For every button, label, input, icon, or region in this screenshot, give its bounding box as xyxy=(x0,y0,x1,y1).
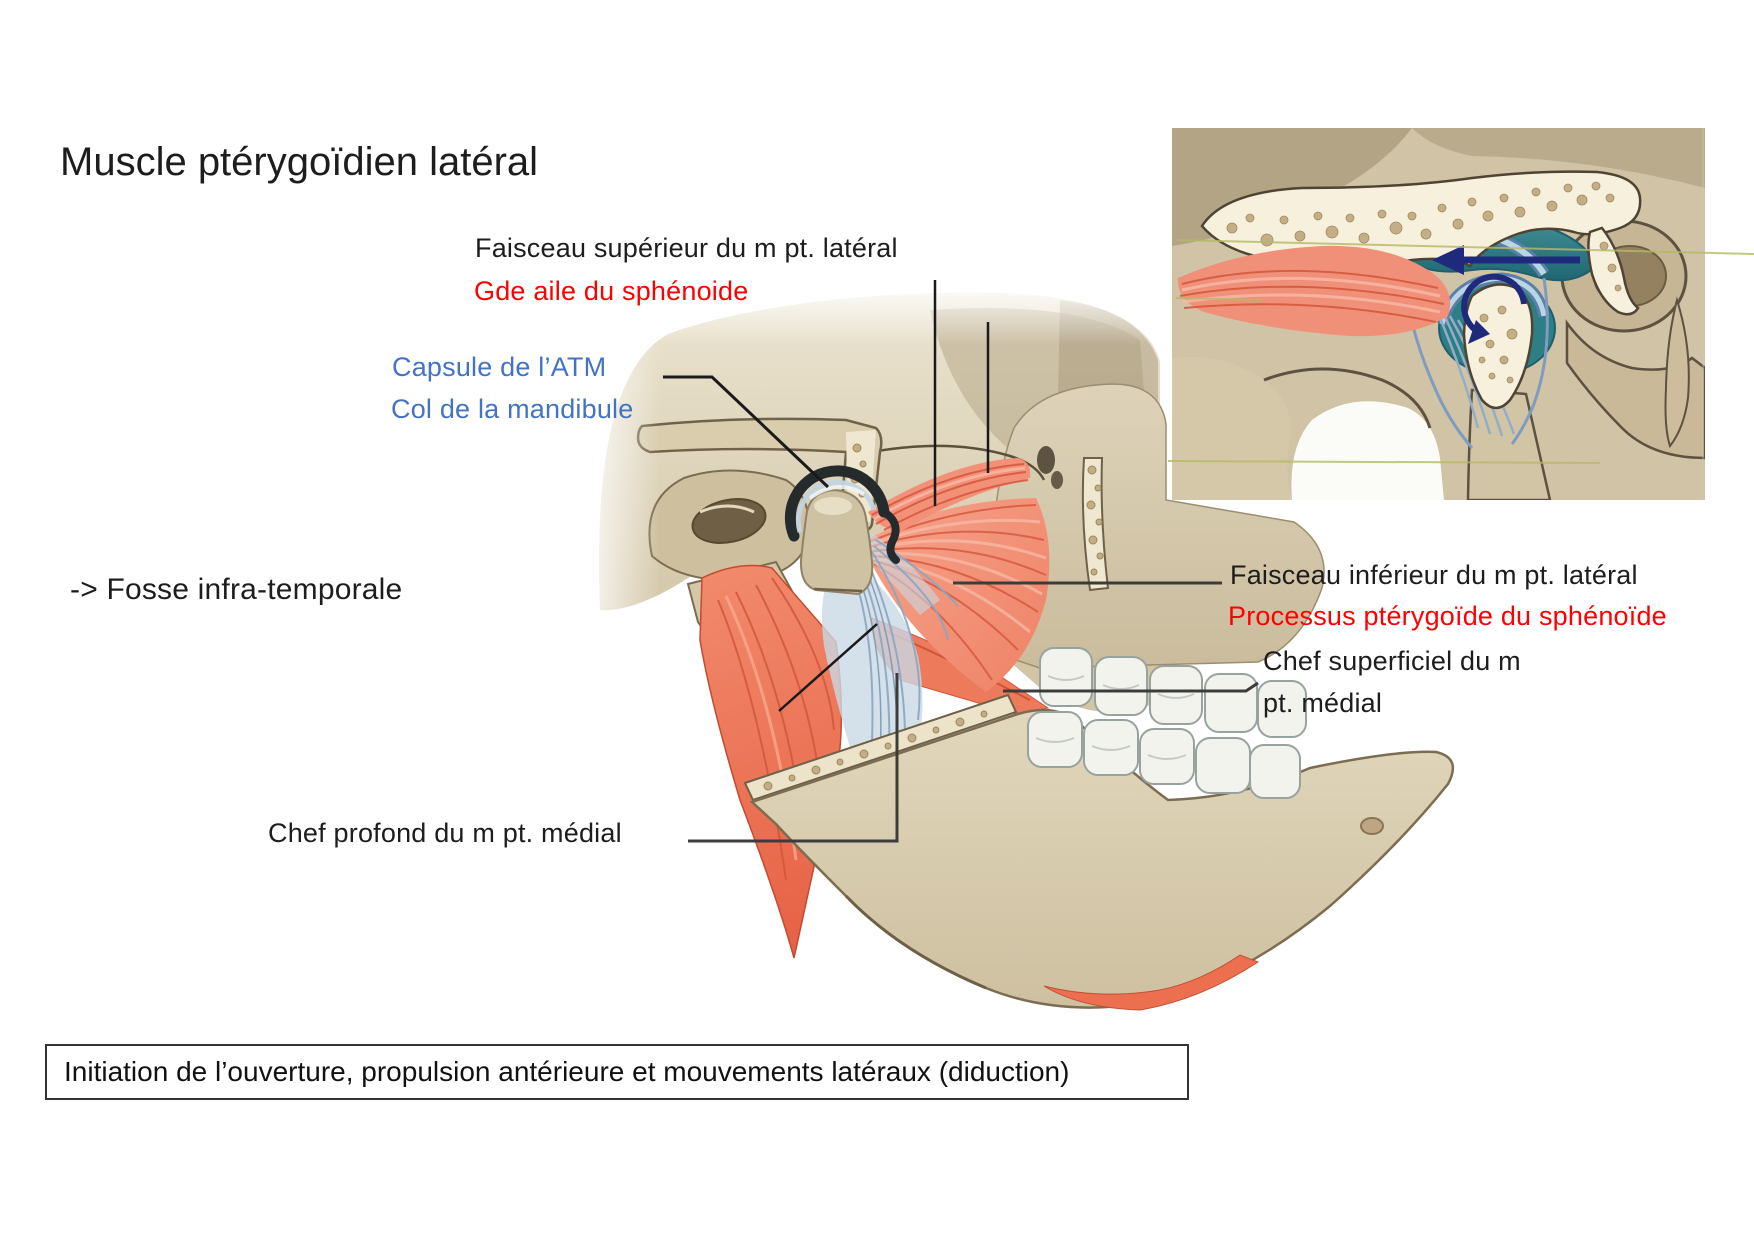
footer-box-text: Initiation de l’ouverture, propulsion an… xyxy=(64,1056,1070,1087)
label-capsule-atm: Capsule de l’ATM xyxy=(392,352,607,382)
label-faisceau-superieur: Faisceau supérieur du m pt. latéral xyxy=(475,233,898,263)
leader-lines xyxy=(663,280,1259,843)
leader-capsule-atm xyxy=(663,375,830,489)
leader-chef-profond xyxy=(688,673,899,843)
label-chef-profond: Chef profond du m pt. médial xyxy=(268,818,622,848)
label-gde-aile-sphenoide: Gde aile du sphénoide xyxy=(474,276,749,306)
reference-lines xyxy=(1167,239,1754,464)
footer-box: Initiation de l’ouverture, propulsion an… xyxy=(45,1044,1189,1100)
leader-chef-superficiel xyxy=(1003,681,1259,693)
leader-col-mandibule xyxy=(778,623,878,712)
rotation-arrow-icon xyxy=(1461,273,1527,344)
label-processus-pterygoide: Processus ptérygoïde du sphénoïde xyxy=(1228,601,1667,631)
label-fosse-infratemporale: -> Fosse infra-temporale xyxy=(70,573,403,606)
inset-illustration xyxy=(1172,128,1705,500)
slide-title: Muscle ptérygoïdien latéral xyxy=(60,140,539,184)
label-chef-superficiel-ligne2: pt. médial xyxy=(1263,688,1383,718)
label-chef-superficiel-ligne1: Chef superficiel du m xyxy=(1263,646,1521,676)
label-col-mandibule: Col de la mandibule xyxy=(391,394,634,424)
translation-arrow-icon xyxy=(1432,245,1580,275)
label-faisceau-inferieur: Faisceau inférieur du m pt. latéral xyxy=(1230,560,1638,590)
main-illustration xyxy=(575,278,1455,1011)
